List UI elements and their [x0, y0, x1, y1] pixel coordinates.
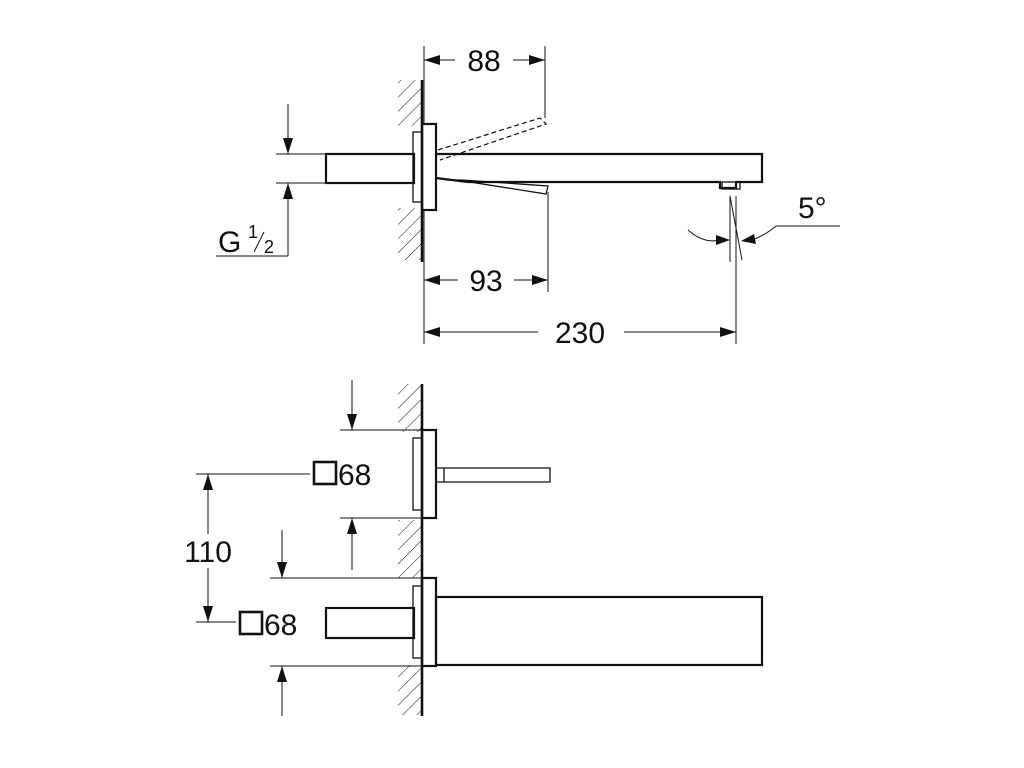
angle-arrow-right — [741, 234, 756, 244]
lever-open-dashed — [437, 117, 548, 161]
wall-hatch-front-2 — [398, 520, 422, 578]
spout-plate-arrow-top — [277, 562, 287, 578]
lever-closed — [446, 179, 549, 195]
angle-ref-tilted — [729, 195, 743, 261]
dim230-text-mask — [538, 314, 624, 348]
dim93-arrow-left — [424, 275, 440, 285]
plate-arrow-top — [347, 414, 357, 430]
thread-numerator: 1 — [248, 222, 258, 242]
spout-plate-front — [420, 576, 438, 668]
handle-plate-front — [420, 428, 438, 520]
thread-arrow-top — [283, 138, 293, 154]
wall-plate-side — [420, 122, 438, 212]
angle-arc-left — [687, 229, 721, 242]
wall-hatch-front-1 — [398, 384, 422, 432]
angle-text: 5° — [798, 192, 827, 225]
dim88-text-mask — [455, 42, 513, 76]
dim110-arrow-bottom — [203, 606, 213, 622]
dim110-arrow-top — [203, 474, 213, 490]
connection-pipe-front — [324, 606, 416, 640]
sq68-top-text: 68 — [338, 459, 371, 492]
dim93-text-mask — [458, 262, 514, 296]
dim230-text: 230 — [555, 317, 605, 350]
connection-pipe-side — [324, 152, 416, 185]
thread-label: G — [218, 226, 241, 259]
lever-front — [436, 467, 551, 483]
handle-plate-insert — [412, 437, 423, 511]
angle-arc-right — [751, 225, 777, 241]
front-view: 68 110 68 — [174, 380, 764, 716]
square-symbol-top — [312, 460, 338, 486]
aerator-side — [721, 181, 741, 190]
side-view: 88 93 230 5° G 1 — [216, 42, 840, 350]
plate-arrow-bottom — [347, 518, 357, 534]
spout-plate-arrow-bottom — [277, 666, 287, 682]
thread-arrow-bottom — [283, 183, 293, 199]
dim110-text: 110 — [184, 536, 232, 569]
wall-hatch-top-upper — [398, 80, 422, 126]
dim88-text: 88 — [467, 45, 500, 78]
thread-fraction-bar — [253, 231, 265, 253]
angle-arrow-left — [716, 235, 730, 245]
dim88-arrow-right — [529, 55, 545, 65]
dim230-arrow-left — [424, 327, 440, 337]
sq68-bottom-text: 68 — [264, 609, 297, 642]
dim93-text: 93 — [469, 265, 502, 298]
dim110-text-mask — [174, 534, 242, 568]
dim93-arrow-right — [532, 275, 548, 285]
dim230-arrow-right — [720, 327, 736, 337]
wall-hatch-top-lower — [398, 208, 422, 260]
spout-front — [434, 595, 764, 667]
thread-denominator: 2 — [264, 237, 274, 257]
wall-hatch-front-3 — [398, 665, 422, 715]
dim88-arrow-left — [424, 55, 440, 65]
square-symbol-bottom — [238, 610, 264, 636]
spout-side — [435, 152, 764, 190]
